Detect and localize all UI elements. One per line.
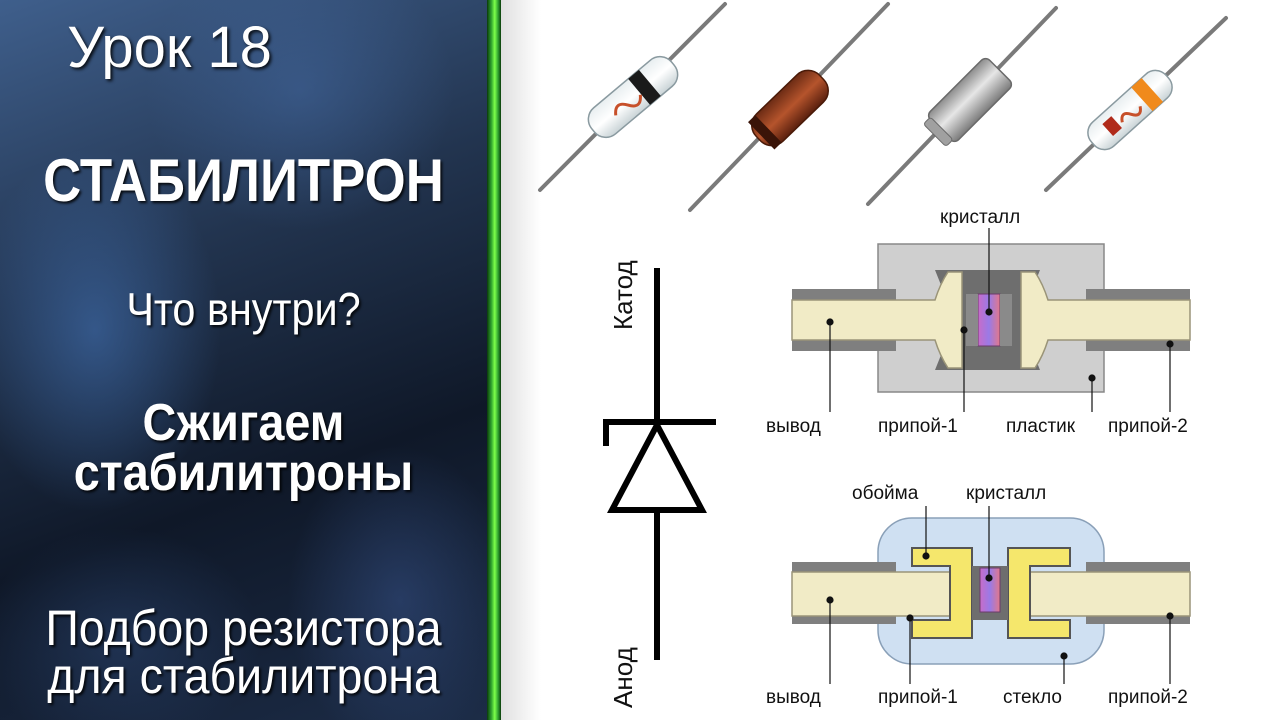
diode-photo-1: [538, 2, 727, 192]
zener-symbol: Катод Анод: [603, 260, 716, 708]
glass-left-lead: [791, 571, 951, 617]
subtitle-burning-line-2: стабилитроны: [73, 444, 414, 502]
subtitle-burning-line-1: Сжигаем: [142, 394, 345, 452]
glass-solder1-label: припой-1: [878, 687, 958, 708]
lesson-number: Урок 18: [67, 15, 272, 80]
left-lead: [791, 271, 963, 369]
plastic-lead-label: вывод: [766, 416, 821, 437]
glass-lead-label: вывод: [766, 687, 821, 708]
plastic-crystal-label: кристалл: [940, 207, 1020, 228]
plastic-solder1-label: припой-1: [878, 416, 958, 437]
subtitle-resistor-line-2: для стабилитрона: [47, 648, 440, 704]
main-title: СТАБИЛИТРОН: [43, 147, 444, 214]
plastic-zener-section: кристалл вывод припой-1 пластик припой-2: [766, 207, 1191, 437]
subtitle-burning: Сжигаем стабилитроны: [24, 394, 462, 502]
glass-right-lead: [1029, 571, 1191, 617]
subtitle-what-inside: Что внутри?: [126, 283, 361, 335]
plastic-solder2-label: припой-2: [1108, 416, 1188, 437]
glass-zener-section: обойма кристалл вывод припой-1 стекло пр…: [766, 483, 1191, 708]
glass-solder2-label: припой-2: [1108, 687, 1188, 708]
right-lead: [1020, 271, 1191, 369]
subtitle-resistor-selection: Подбор резистора для стабилитрона: [17, 600, 470, 704]
glass-label: стекло: [1003, 687, 1062, 708]
glass-cage-label: обойма: [852, 483, 919, 504]
solder1-right: [1000, 294, 1012, 346]
plastic-label: пластик: [1006, 416, 1076, 437]
left-title-panel: Урок 18 СТАБИЛИТРОН Что внутри? Сжигаем …: [0, 0, 487, 720]
diode-photo-4: [1044, 16, 1228, 192]
green-separator: [487, 0, 501, 720]
separator-shadow: [501, 0, 541, 720]
cathode-label: Катод: [608, 260, 638, 330]
diode-photo-2: [688, 2, 890, 212]
crystal-glass: [979, 567, 1001, 613]
subtitle-resistor-line-1: Подбор резистора: [45, 600, 442, 656]
glass-crystal-label: кристалл: [966, 483, 1046, 504]
diode-photo-3: [866, 6, 1058, 206]
solder1-left: [966, 294, 978, 346]
anode-label: Анод: [608, 647, 638, 708]
